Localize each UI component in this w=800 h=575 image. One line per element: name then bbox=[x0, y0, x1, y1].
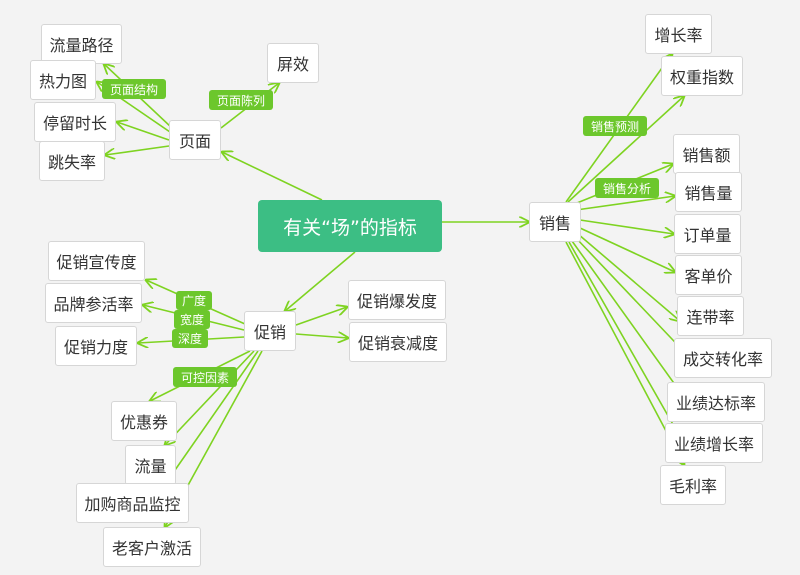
node-customer-reactivation[interactable]: 老客户激活 bbox=[103, 527, 201, 567]
node-promo-decay[interactable]: 促销衰减度 bbox=[349, 322, 447, 362]
node-screen-efficiency[interactable]: 屏效 bbox=[267, 43, 319, 83]
label-sales-forecast: 销售预测 bbox=[583, 116, 647, 136]
label-page-display: 页面陈列 bbox=[209, 90, 273, 110]
node-traffic[interactable]: 流量 bbox=[125, 445, 176, 485]
node-sales-amount[interactable]: 销售额 bbox=[673, 134, 740, 174]
node-avg-order-value[interactable]: 客单价 bbox=[675, 255, 742, 295]
edge-sales-to-target bbox=[571, 240, 686, 400]
edge-promo-to-burst bbox=[295, 307, 347, 326]
edge-sales-to-aov bbox=[579, 227, 675, 272]
edge-sales-to-attach bbox=[577, 233, 680, 321]
root-node[interactable]: 有关“场”的指标 bbox=[258, 200, 442, 252]
node-promo-publicity[interactable]: 促销宣传度 bbox=[48, 241, 145, 281]
node-cart-monitor[interactable]: 加购商品监控 bbox=[76, 483, 189, 523]
edge-page-to-bounce bbox=[105, 145, 170, 155]
label-breadth: 广度 bbox=[176, 291, 212, 310]
edge-sales-to-volume bbox=[575, 196, 675, 211]
node-traffic-path[interactable]: 流量路径 bbox=[41, 24, 122, 64]
node-coupon[interactable]: 优惠券 bbox=[111, 401, 177, 441]
edge-sales-to-conversion bbox=[575, 237, 690, 358]
label-page-structure: 页面结构 bbox=[102, 79, 166, 99]
page-node[interactable]: 页面 bbox=[169, 120, 221, 160]
edge-sales-to-margin bbox=[565, 241, 684, 465]
node-target-achievement[interactable]: 业绩达标率 bbox=[667, 382, 765, 422]
node-heatmap[interactable]: 热力图 bbox=[30, 60, 96, 100]
node-weight-index[interactable]: 权重指数 bbox=[661, 56, 743, 96]
node-growth-rate[interactable]: 增长率 bbox=[645, 14, 712, 54]
node-sales-volume[interactable]: 销售量 bbox=[675, 172, 742, 212]
edge-promo-to-traffic bbox=[165, 350, 255, 445]
label-sales-analysis: 销售分析 bbox=[595, 178, 659, 198]
node-dwell-time[interactable]: 停留时长 bbox=[34, 102, 116, 142]
label-controllable-factors: 可控因素 bbox=[173, 367, 237, 387]
edge-promo-to-decay bbox=[295, 334, 348, 338]
label-depth: 深度 bbox=[172, 329, 208, 348]
label-width: 宽度 bbox=[174, 310, 210, 329]
edge-page-to-dwell bbox=[117, 122, 170, 141]
edge-root-out-page bbox=[222, 152, 323, 201]
node-performance-growth[interactable]: 业绩增长率 bbox=[665, 423, 763, 463]
node-conversion-rate[interactable]: 成交转化率 bbox=[674, 338, 772, 378]
promotion-node[interactable]: 促销 bbox=[244, 311, 296, 351]
edge-sales-to-orders bbox=[579, 219, 674, 234]
node-attach-rate[interactable]: 连带率 bbox=[677, 296, 744, 336]
node-promo-intensity[interactable]: 促销力度 bbox=[55, 326, 137, 366]
node-order-count[interactable]: 订单量 bbox=[674, 214, 741, 254]
edge-promo-to-cart bbox=[166, 350, 259, 483]
node-promo-burst[interactable]: 促销爆发度 bbox=[348, 280, 446, 320]
edge-sales-to-perf-growth bbox=[568, 241, 683, 442]
edge-root-out-promo bbox=[285, 251, 356, 311]
node-bounce-rate[interactable]: 跳失率 bbox=[39, 141, 105, 181]
edge-sales-to-weight bbox=[567, 96, 684, 203]
node-gross-margin[interactable]: 毛利率 bbox=[660, 465, 726, 505]
node-brand-participation[interactable]: 品牌参活率 bbox=[45, 283, 142, 323]
sales-node[interactable]: 销售 bbox=[529, 202, 581, 242]
